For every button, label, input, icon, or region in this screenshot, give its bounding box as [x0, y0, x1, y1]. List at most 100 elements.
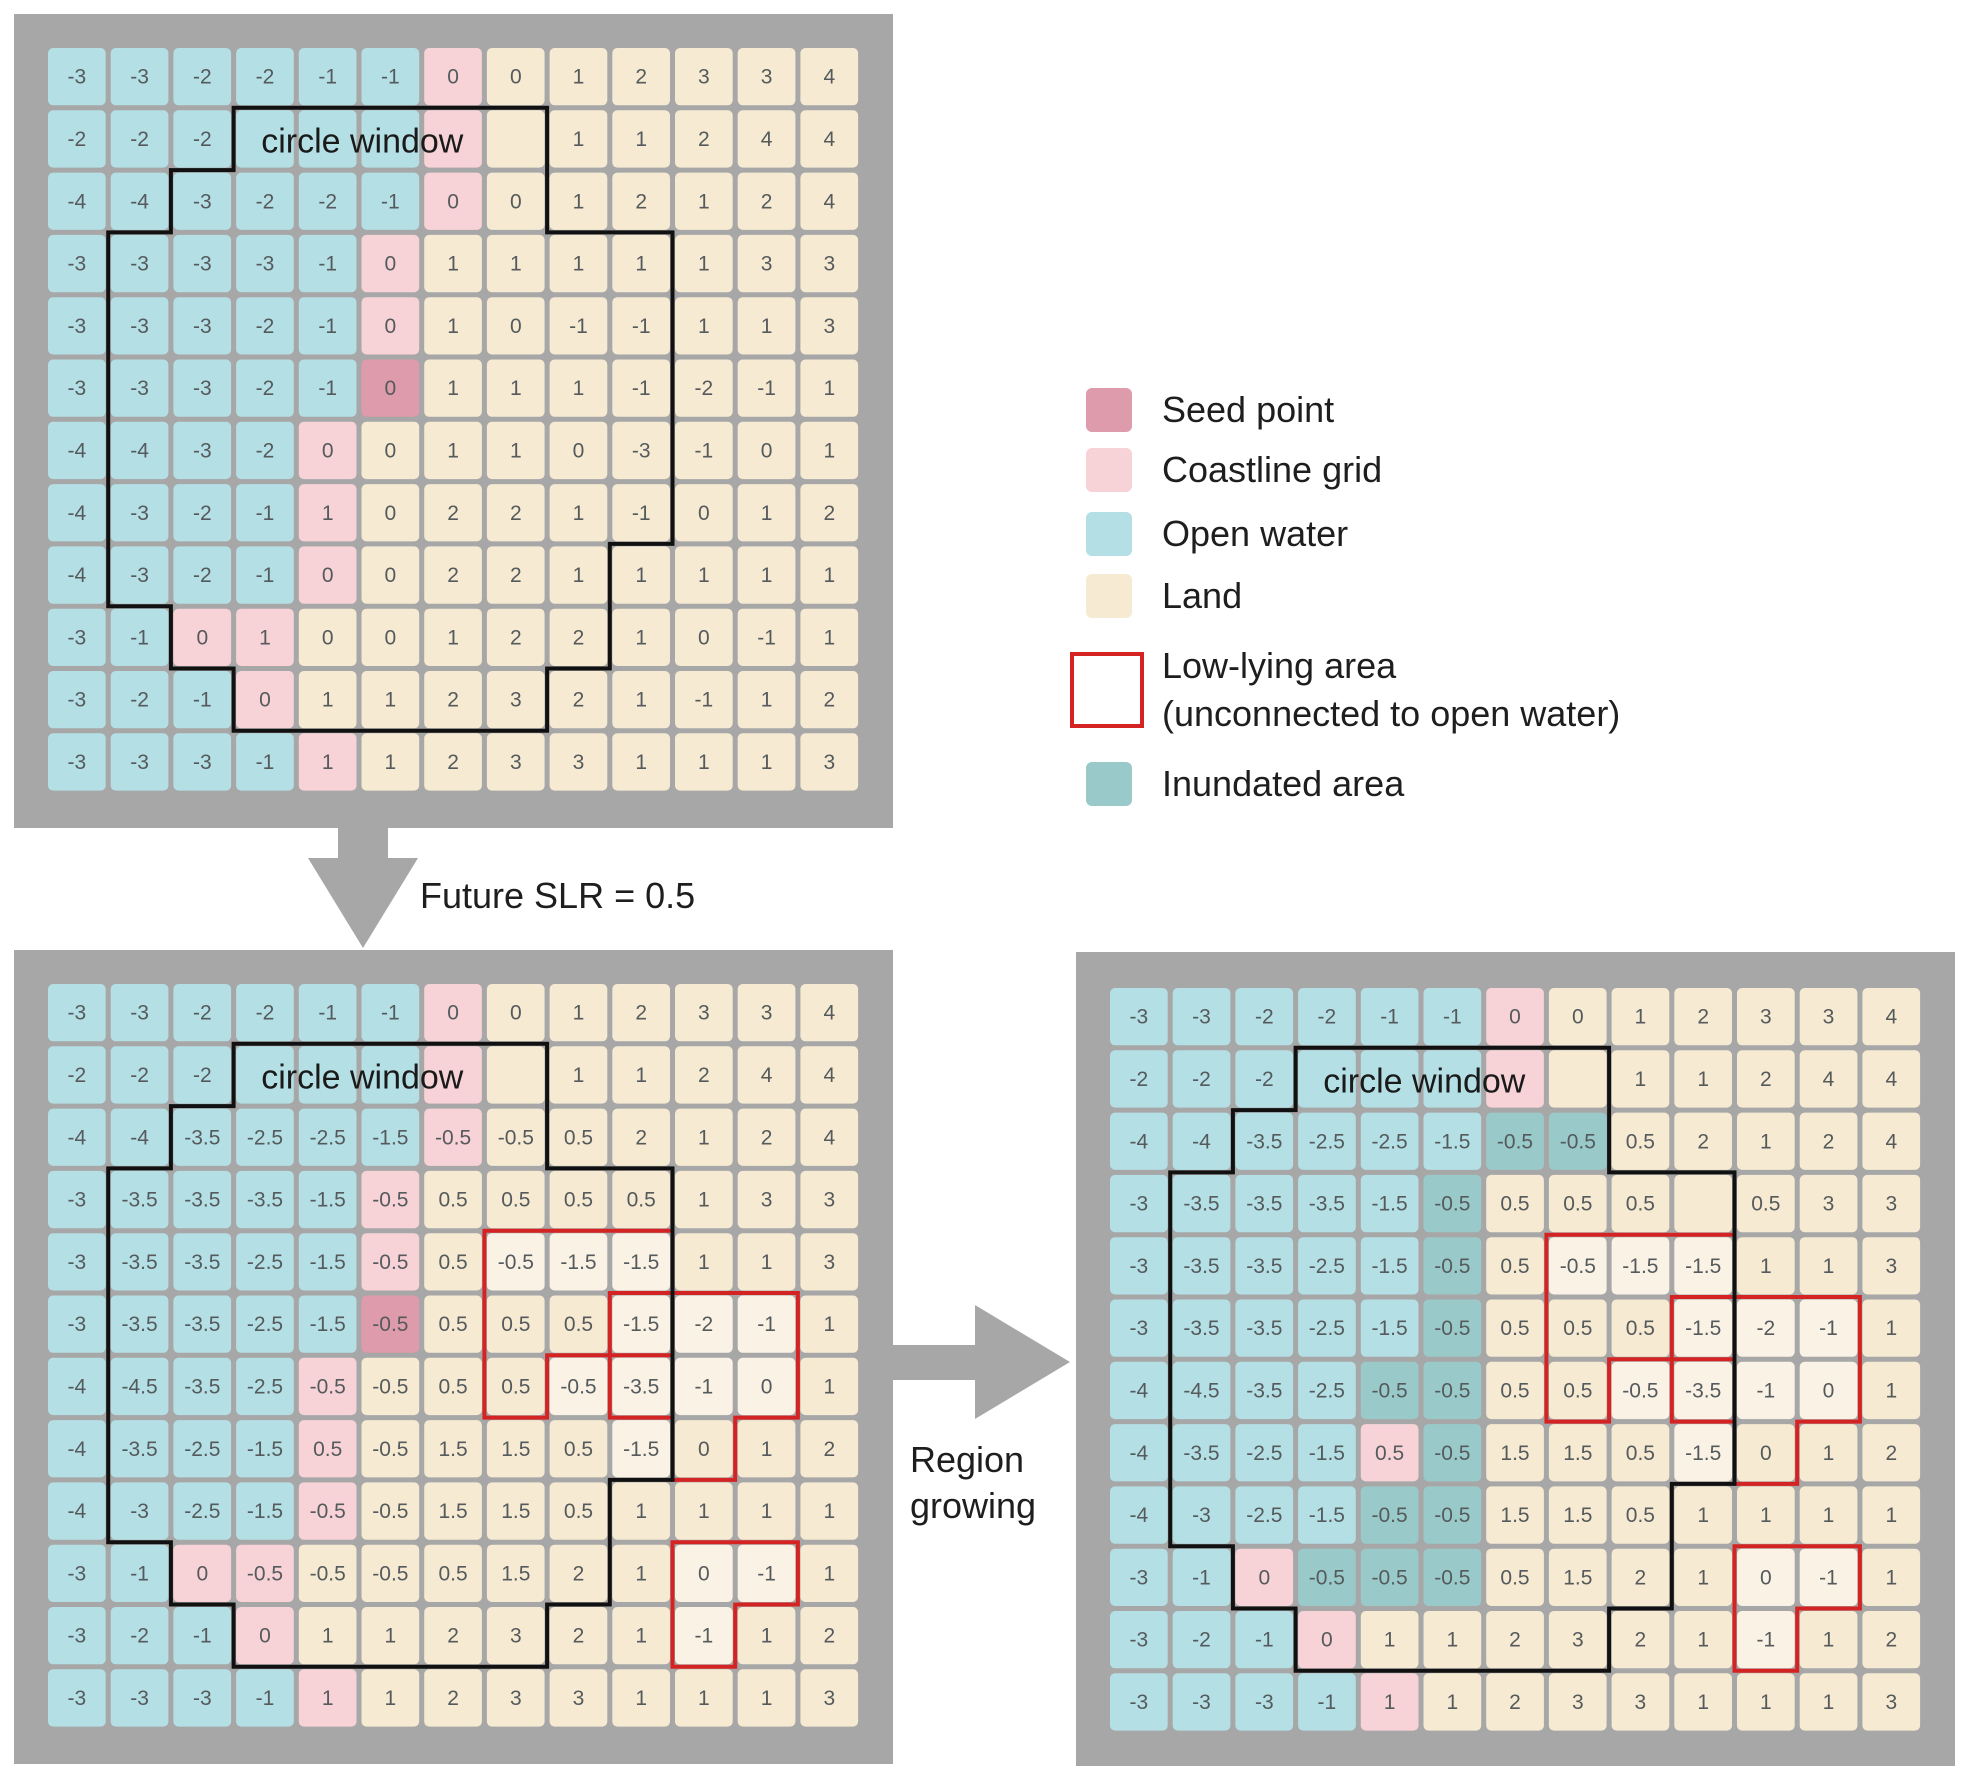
grid-cell-value: -1 [1192, 1566, 1211, 1589]
grid-cell-value: 3 [1760, 1006, 1772, 1029]
grid-cell [1486, 1050, 1544, 1108]
legend-item-inundated: Inundated area [1086, 762, 1405, 806]
legend-label-inundated: Inundated area [1162, 763, 1405, 804]
grid-cell-value: -2 [130, 689, 149, 712]
grid-cell [298, 1295, 357, 1353]
grid-cell-value: -1.5 [247, 1500, 283, 1523]
grid-cell-value: 1 [1760, 1255, 1772, 1278]
grid-cell [1862, 1424, 1921, 1482]
grid-cell-value: 1 [698, 751, 710, 774]
grid-cell [1235, 1050, 1294, 1108]
grid-cell [236, 1108, 294, 1166]
grid-cell [361, 1544, 420, 1602]
grid-cell-value: -0.5 [1372, 1566, 1408, 1589]
grid-cell [361, 110, 420, 168]
grid-cell [236, 608, 294, 666]
grid-cell-value: 3 [510, 1687, 522, 1710]
grid-cell [800, 234, 859, 293]
grid-cell-value: -4 [67, 190, 86, 213]
grid-cell-value: 1 [385, 1625, 397, 1648]
grid-cell-value: -4 [1192, 1130, 1211, 1153]
grid-cell [612, 110, 670, 168]
grid-cell-value: -3 [1192, 1504, 1211, 1527]
grid-cell [1360, 1237, 1419, 1295]
grid-cell [1172, 1112, 1231, 1170]
grid-cell [1862, 1174, 1921, 1233]
grid-cell-value: -3 [193, 253, 212, 276]
grid-cell-value: 2 [823, 1438, 835, 1461]
grid-cell-value: -2.5 [310, 1126, 346, 1149]
grid-cell-value: -3 [1192, 1691, 1211, 1714]
grid-cell-value: 2 [1885, 1629, 1897, 1652]
grid-cell [361, 1420, 420, 1478]
grid-cell-value: -0.5 [1372, 1504, 1408, 1527]
grid-cell [1611, 988, 1670, 1046]
grid-cell-value: 1 [761, 1687, 773, 1710]
grid-cell-value: -0.5 [372, 1376, 408, 1399]
grid-cell [612, 1420, 670, 1478]
grid-cell-value: -3.5 [1183, 1317, 1219, 1340]
grid-cell-value: -1 [1255, 1629, 1274, 1652]
grid-cell [110, 110, 169, 168]
grid-cell [361, 297, 420, 355]
grid-cell-value: 1 [823, 1313, 835, 1336]
grid-cell-value: -1 [695, 1625, 714, 1648]
grid-cell-value: 1.5 [501, 1438, 530, 1461]
grid-cell-value: 1 [761, 751, 773, 774]
grid-cell [549, 234, 608, 293]
grid-cell-value: 2 [823, 1625, 835, 1648]
grid-cell-value: 0.5 [627, 1189, 656, 1212]
grid-cell-value: -1 [130, 626, 149, 649]
grid-cell-value: -4.5 [122, 1376, 158, 1399]
grid-cell-value: 3 [761, 253, 773, 276]
grid-cell-value: -1 [695, 439, 714, 462]
grid-cell [361, 1233, 420, 1291]
grid-cell-value: -3 [1129, 1193, 1148, 1216]
grid-cell [236, 48, 294, 106]
grid-cell [298, 1170, 357, 1229]
grid-cell [173, 1233, 232, 1291]
grid-cell [1548, 1050, 1607, 1108]
grid-cell-value: 4 [823, 66, 835, 89]
grid-cell-value: 0 [322, 626, 334, 649]
grid-cell [298, 1108, 357, 1166]
grid-cell-value: -1 [632, 315, 651, 338]
grid-cell [612, 1669, 670, 1727]
grid-cell [110, 1607, 169, 1665]
grid-cell-value: 1 [635, 1687, 647, 1710]
grid-cell [486, 484, 545, 542]
grid-cell-value: 0.5 [438, 1562, 467, 1585]
grid-cell [1360, 1174, 1419, 1233]
grid-cell [298, 671, 357, 729]
grid-cell-value: 3 [1823, 1006, 1835, 1029]
grid-cell-value: 0 [259, 1625, 271, 1648]
grid-cell [424, 546, 482, 604]
right-arrow [890, 1305, 1070, 1419]
grid-cell [1799, 1174, 1858, 1233]
grid-cell [1611, 1237, 1670, 1295]
grid-cell-value: 1 [698, 1500, 710, 1523]
grid-cell-value: 2 [1885, 1442, 1897, 1465]
grid-cell [48, 1233, 106, 1291]
grid-cell [675, 1170, 733, 1229]
grid-cell-value: 1 [761, 1438, 773, 1461]
circle-window-outline [106, 1041, 675, 1669]
grid-cell-value: 0 [385, 377, 397, 400]
grid-cell-value: -2 [256, 1002, 275, 1025]
grid-cell [1172, 1611, 1231, 1669]
grid-cell [424, 1544, 482, 1602]
grid-cell [48, 48, 106, 106]
grid-cell-value: -1.5 [1685, 1255, 1721, 1278]
legend-item-coast: Coastline grid [1086, 448, 1382, 492]
grid-cell-value: 2 [573, 626, 585, 649]
grid-cell [800, 1669, 859, 1727]
grid-cell-value: 0.5 [438, 1313, 467, 1336]
grid-cell-value: -3 [67, 1002, 86, 1025]
grid-cell [1862, 988, 1921, 1046]
grid-cell [1674, 1486, 1732, 1544]
grid-cell [1172, 1174, 1231, 1233]
grid-cell-value: 1 [447, 377, 459, 400]
grid-cell-value: -0.5 [310, 1500, 346, 1523]
